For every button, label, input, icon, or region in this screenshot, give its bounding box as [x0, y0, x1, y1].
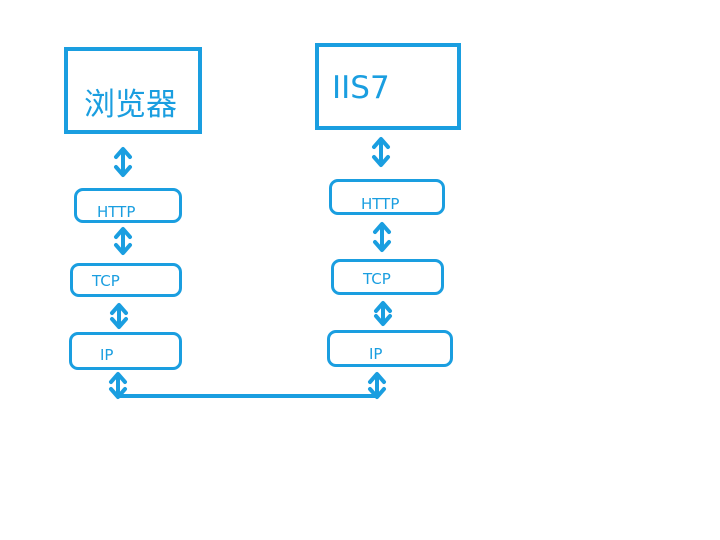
left-ip-label: IP [100, 346, 114, 364]
left-arrow-ip-link [109, 372, 127, 399]
right-arrow-tcp-ip [374, 301, 392, 326]
left-arrow-tcp-ip [110, 303, 128, 329]
right-ip-layer [327, 330, 453, 367]
browser-label: 浏览器 [84, 87, 177, 123]
browser-box [64, 47, 202, 134]
right-http-label: HTTP [361, 195, 400, 213]
left-http-label: HTTP [97, 203, 136, 221]
left-http-layer [74, 188, 182, 223]
right-arrow-iis-http [372, 137, 390, 167]
right-http-layer [329, 179, 445, 215]
right-ip-label: IP [369, 345, 383, 363]
left-tcp-label: TCP [92, 272, 120, 290]
right-arrow-ip-link [368, 372, 386, 399]
right-tcp-layer [331, 259, 444, 295]
iis7-label: IIS7 [332, 70, 390, 106]
iis7-box [315, 43, 461, 130]
left-ip-layer [69, 332, 182, 370]
left-tcp-layer [70, 263, 182, 297]
left-arrow-browser-http [114, 147, 132, 177]
left-arrow-http-tcp [114, 227, 132, 255]
right-arrow-http-tcp [373, 222, 391, 252]
right-tcp-label: TCP [363, 270, 391, 288]
